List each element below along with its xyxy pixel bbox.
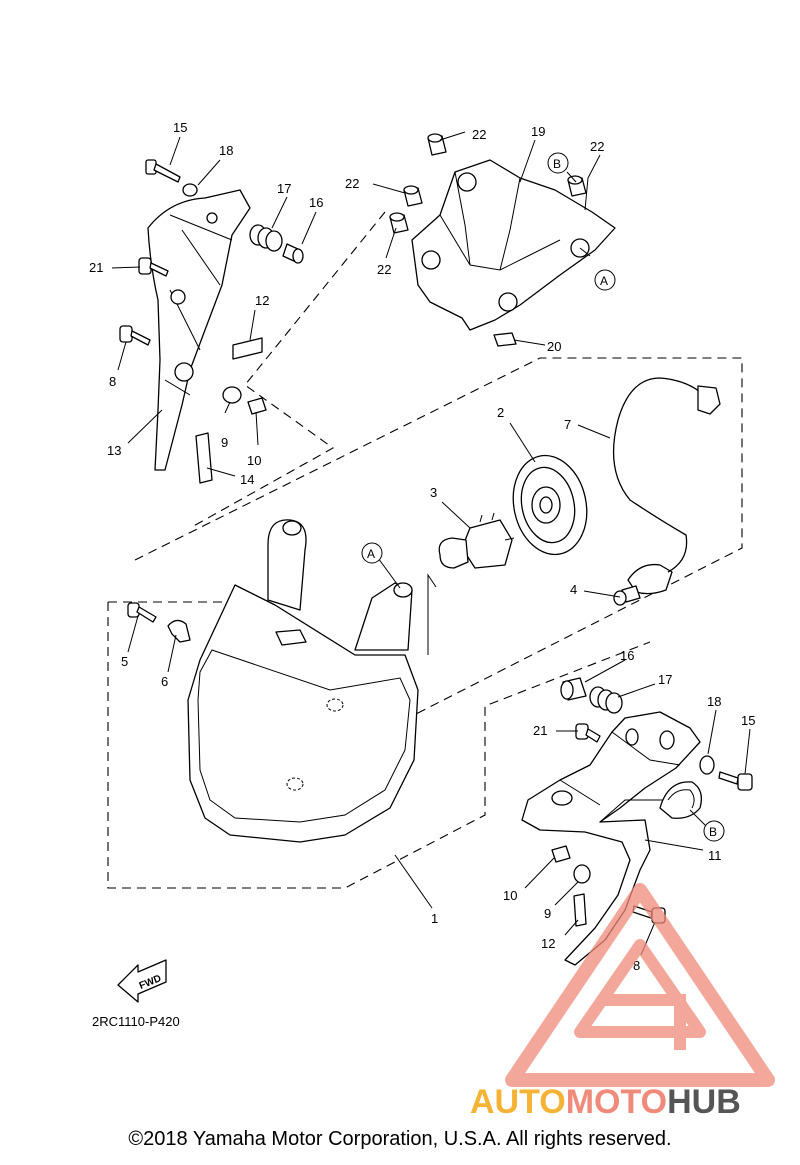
ref-a-lens-label: A	[367, 547, 375, 561]
watermark-text-auto: AUTO	[470, 1083, 566, 1121]
ref-a-top-label: A	[600, 274, 608, 288]
ref-b-lower-label: B	[709, 825, 717, 839]
collar-16-upper	[282, 243, 304, 264]
cord-7	[612, 377, 721, 595]
callout-10-lower: 10	[503, 888, 517, 903]
callout-13: 13	[107, 443, 121, 458]
callout-21-lower: 21	[533, 723, 547, 738]
bolt-15-upper	[145, 159, 181, 183]
washer-9-upper	[222, 386, 242, 404]
callout-17-lower: 17	[658, 672, 672, 687]
callout-12-lower: 12	[541, 936, 555, 951]
callout-16-upper: 16	[309, 195, 323, 210]
upper-left-bracket	[147, 189, 251, 471]
screw-5	[127, 602, 157, 623]
callout-4: 4	[570, 582, 577, 597]
ref-b-top: B	[547, 152, 569, 174]
upper-bracket-boundary	[189, 211, 386, 529]
washer-18-upper	[182, 183, 198, 197]
lower-assembly-boundary	[107, 602, 651, 889]
washer-9-lower	[573, 864, 591, 884]
watermark-logo	[505, 883, 775, 1087]
nut-10-lower	[551, 845, 571, 863]
callout-3: 3	[430, 485, 437, 500]
callout-21-upper: 21	[89, 260, 103, 275]
pad-12-upper	[232, 337, 263, 360]
bolt-21-upper	[138, 257, 169, 277]
callout-17-upper: 17	[277, 181, 291, 196]
bulb-4	[613, 585, 641, 606]
bulb-3	[438, 512, 515, 569]
callout-19: 19	[531, 124, 545, 139]
callout-6: 6	[161, 674, 168, 689]
ref-a-top: A	[594, 269, 616, 291]
ref-b-lower: B	[703, 820, 725, 842]
bolt-15-lower	[718, 771, 753, 791]
callout-8-upper: 8	[109, 374, 116, 389]
nut-10-upper	[247, 397, 267, 415]
pad-12-lower	[573, 893, 587, 927]
callout-16-lower: 16	[620, 648, 634, 663]
callout-20: 20	[547, 339, 561, 354]
ref-a-lens: A	[361, 542, 383, 564]
callout-11: 11	[708, 848, 722, 863]
washer-18-lower	[699, 755, 715, 775]
callout-7: 7	[564, 417, 571, 432]
callout-9-lower: 9	[544, 906, 551, 921]
damper-17-lower	[589, 686, 623, 714]
pad-14	[195, 432, 213, 484]
callout-15-lower: 15	[741, 713, 755, 728]
callout-8-lower: 8	[633, 958, 640, 973]
clip-6	[167, 619, 191, 643]
watermark-text-hub: HUB	[667, 1083, 741, 1121]
callout-5: 5	[121, 654, 128, 669]
callout-22-a: 22	[472, 127, 486, 142]
fwd-arrow: FWD	[117, 959, 167, 1003]
watermark-text-moto: MOTO	[566, 1083, 667, 1121]
callout-22-c: 22	[377, 262, 391, 277]
lower-right-bracket	[521, 711, 703, 966]
callout-2: 2	[497, 405, 504, 420]
headlight-lens	[187, 519, 419, 843]
pad-20	[493, 332, 517, 347]
damper-17-upper	[249, 224, 283, 252]
callout-14: 14	[240, 472, 254, 487]
headlight-stay-bracket	[411, 159, 616, 331]
grommets-22	[389, 133, 587, 234]
bolt-8-upper	[119, 325, 151, 346]
bolt-21-lower	[575, 723, 601, 743]
callout-18-upper: 18	[219, 143, 233, 158]
ref-b-top-label: B	[553, 157, 561, 171]
diagram-code: 2RC1110-P420	[92, 1014, 180, 1029]
watermark-text: AUTOMOTOHUB	[470, 1083, 741, 1121]
copyright-notice: ©2018 Yamaha Motor Corporation, U.S.A. A…	[128, 1128, 672, 1150]
callout-1: 1	[431, 911, 438, 926]
callout-22-b: 22	[345, 176, 359, 191]
socket-2	[512, 454, 588, 556]
callout-15-upper: 15	[173, 120, 187, 135]
callout-9-upper: 9	[221, 435, 228, 450]
callout-18-lower: 18	[707, 694, 721, 709]
callout-10-upper: 10	[247, 453, 261, 468]
callout-labels: 1 2 3 4 5 6 7 8 9 10 11 12 13 14 15 16 1…	[89, 120, 755, 973]
callout-22-d: 22	[590, 139, 604, 154]
leader-lines	[111, 131, 751, 956]
callout-12-upper: 12	[255, 293, 269, 308]
collar-16-lower	[560, 677, 587, 701]
